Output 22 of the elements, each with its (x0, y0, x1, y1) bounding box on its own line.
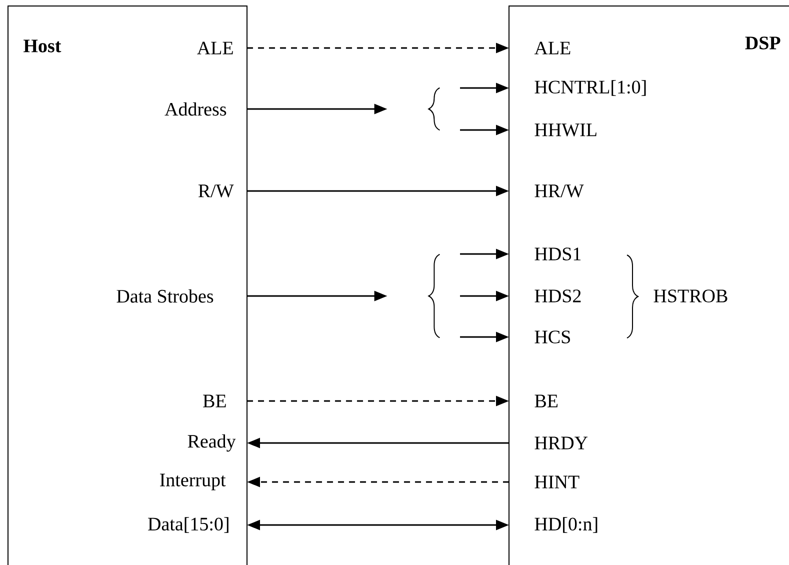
signal-name: ALE (197, 42, 233, 54)
signal-name: BE (203, 394, 226, 408)
signal-name: Interrupt (160, 474, 226, 490)
signal-name: Data[15:0] (148, 517, 228, 533)
signal-name: HD[0:n] (534, 517, 598, 533)
signal-name: HHWIL (534, 124, 596, 136)
signal-name: ALE (534, 42, 570, 54)
signal-name: BE (534, 394, 558, 408)
signal-name: HDS1 (534, 248, 581, 260)
signal-name: Data Strobes (116, 289, 214, 303)
signal-name: HINT (534, 476, 580, 488)
group-label: HSTROB (654, 290, 728, 302)
signal-name: HR/W (534, 184, 584, 198)
curly-brace (428, 87, 440, 131)
signal-name: HCS (534, 330, 570, 344)
signal-name: HDS2 (534, 290, 581, 302)
signal-name: HRDY (534, 436, 588, 450)
signal-name: HCNTRL[1:0] (534, 80, 646, 96)
signal-name: Ready (188, 434, 236, 452)
signal-name: Address (164, 102, 226, 116)
curly-brace (428, 254, 440, 338)
signal-name: R/W (198, 184, 234, 198)
